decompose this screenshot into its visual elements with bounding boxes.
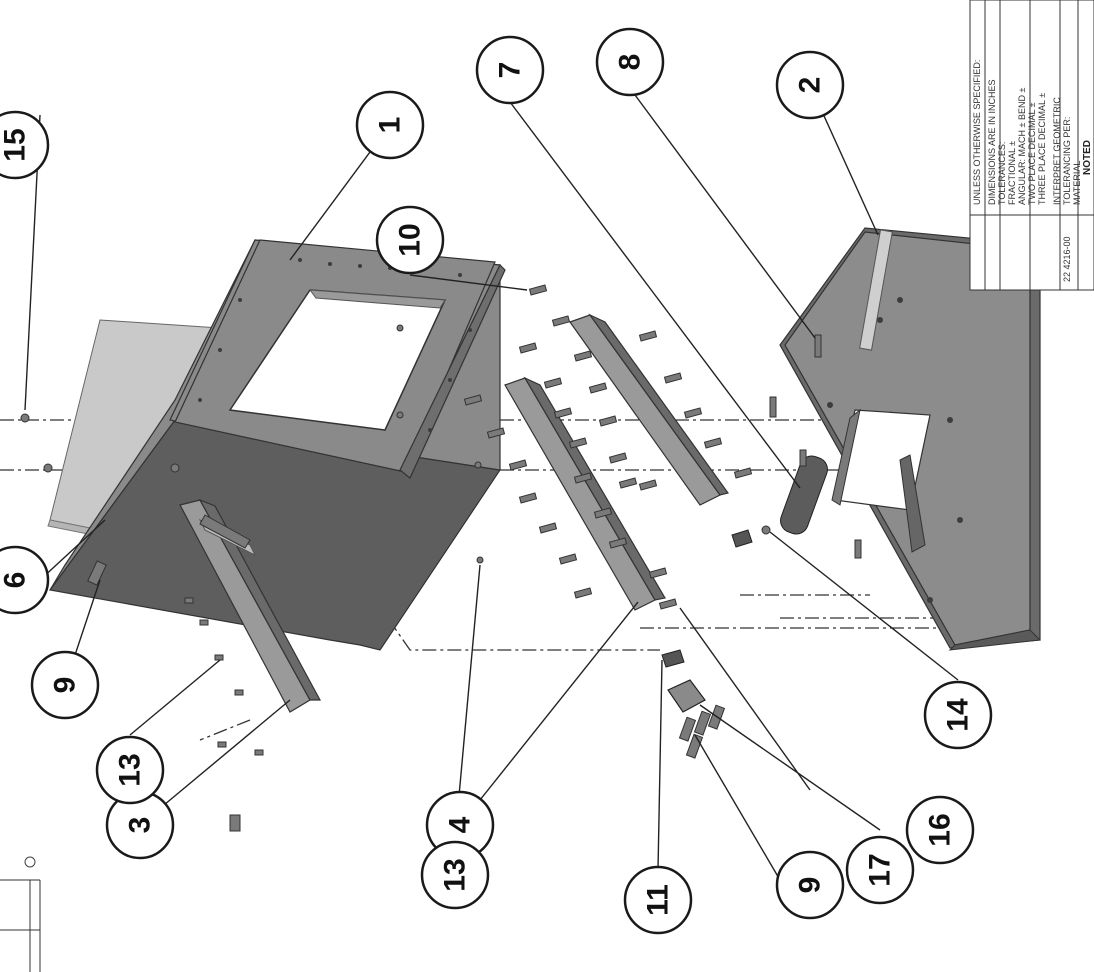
balloon-13-upper: 13 <box>95 735 165 805</box>
part-7-rail <box>569 313 730 506</box>
svg-text:11: 11 <box>642 884 675 916</box>
part-10-screws-field <box>396 284 753 610</box>
tb-line-8: TOLERANCING PER: <box>1062 117 1072 205</box>
tb-line-4: ANGULAR: MACH ± BEND ± <box>1017 88 1027 205</box>
svg-text:13: 13 <box>114 753 147 786</box>
svg-text:8: 8 <box>614 54 647 71</box>
part-4-rail <box>504 376 666 611</box>
svg-text:9: 9 <box>49 677 82 694</box>
svg-text:17: 17 <box>864 853 897 886</box>
part-15-screws <box>20 413 180 473</box>
balloon-13-lower: 13 <box>420 840 490 910</box>
part-11-block <box>661 649 685 668</box>
tb-line-7: INTERPRET GEOMETRIC <box>1052 97 1062 205</box>
part-14-screw <box>761 525 771 535</box>
part-17-plate <box>667 679 706 713</box>
tb-line-5: TWO PLACE DECIMAL ± <box>1027 102 1037 205</box>
balloon-8: 8 <box>595 27 665 97</box>
balloon-14: 14 <box>923 680 993 750</box>
part-2-base-plate <box>779 227 1042 651</box>
tb-spec-header: UNLESS OTHERWISE SPECIFIED: <box>972 60 982 205</box>
svg-text:9: 9 <box>794 877 827 894</box>
partial-revision-table <box>0 856 41 972</box>
part-8-handle <box>780 455 828 535</box>
title-block: UNLESS OTHERWISE SPECIFIED: DIMENSIONS A… <box>969 0 1094 291</box>
balloon-9-upper: 9 <box>30 650 100 720</box>
part-3-long-bar <box>179 498 322 713</box>
svg-text:4: 4 <box>444 816 477 833</box>
balloon-3: 3 <box>105 790 175 860</box>
tb-part-number: 22 4216-00 <box>1062 236 1072 282</box>
part-1-main-frame <box>48 239 506 651</box>
balloon-11: 11 <box>623 865 693 935</box>
tb-line-6: THREE PLACE DECIMAL ± <box>1037 93 1047 205</box>
svg-text:3: 3 <box>124 817 157 834</box>
balloon-15: 15 <box>0 110 50 180</box>
tb-line-3: FRACTIONAL ± <box>1007 141 1017 205</box>
balloon-10: 10 <box>375 205 445 275</box>
part-9-pins-lower <box>678 704 726 759</box>
balloon-2: 2 <box>775 50 845 120</box>
svg-text:2: 2 <box>794 77 827 94</box>
part-11-block-right <box>731 529 753 548</box>
balloon-9-lower: 9 <box>775 850 845 920</box>
balloon-7: 7 <box>475 35 545 105</box>
svg-text:7: 7 <box>494 62 527 79</box>
balloon-4: 4 <box>425 790 495 860</box>
part-13-nuts-left <box>184 597 264 832</box>
tb-material: NOTED <box>1082 140 1093 175</box>
svg-text:15: 15 <box>0 128 32 161</box>
tb-line-1: DIMENSIONS ARE IN INCHES <box>987 79 997 205</box>
tb-line-2: TOLERANCES: <box>997 142 1007 205</box>
svg-text:16: 16 <box>924 813 957 846</box>
svg-text:6: 6 <box>0 572 32 589</box>
balloon-1: 1 <box>355 90 425 160</box>
balloon-16: 16 <box>905 795 975 865</box>
svg-text:14: 14 <box>942 698 975 732</box>
leader-lines <box>24 84 959 881</box>
svg-text:13: 13 <box>439 858 472 891</box>
base-screws <box>769 334 862 559</box>
svg-text:1: 1 <box>374 117 407 134</box>
svg-text:10: 10 <box>394 223 427 256</box>
tb-line-9: MATERIAL <box>1072 161 1082 205</box>
balloon-6: 6 <box>0 545 50 615</box>
part-9-pin-upper <box>87 560 107 586</box>
balloon-17: 17 <box>845 835 915 905</box>
